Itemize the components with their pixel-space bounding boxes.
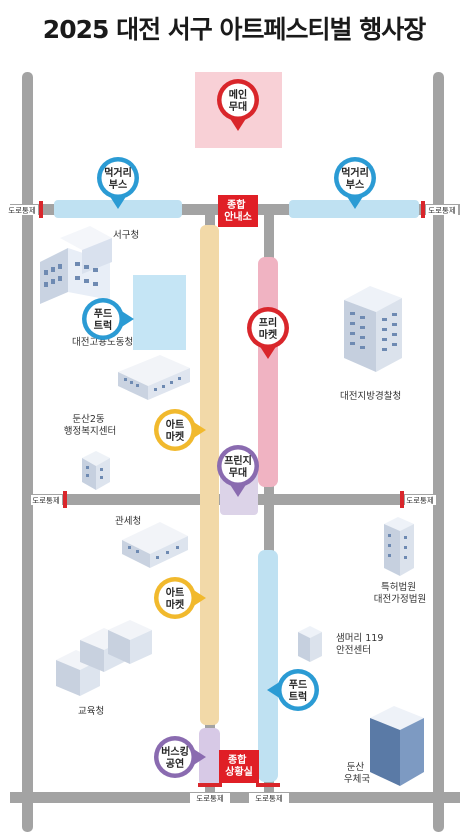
dunsan2-center-building-icon xyxy=(82,451,110,490)
food-truck-zone-top xyxy=(133,275,186,350)
marker-face xyxy=(158,581,192,615)
seogu-office-building-icon xyxy=(40,226,112,304)
road-closed-bar xyxy=(256,783,280,787)
road-closed-marks xyxy=(39,201,425,787)
road-right-vertical xyxy=(433,72,444,832)
marker-face xyxy=(86,302,120,336)
building-label-court: 특허법원 대전가정법원 xyxy=(374,582,426,605)
building-label-post-line2: 우체국 xyxy=(344,774,370,785)
busking-zone xyxy=(199,728,220,786)
road-bottom-horizontal xyxy=(10,792,460,803)
post-office-building-icon xyxy=(370,706,424,786)
road-closed-label: 도로통제 xyxy=(196,794,224,803)
road-closed-bar xyxy=(63,491,67,508)
situation-room-label: 종합 상황실 xyxy=(225,753,253,778)
customs-building-icon xyxy=(122,522,188,568)
road-left-vertical xyxy=(22,72,33,832)
marker-face xyxy=(221,449,255,483)
road-closed-label: 도로통제 xyxy=(255,794,283,803)
road-center-right xyxy=(264,215,274,797)
marker-face xyxy=(338,161,372,195)
road-closed-labels: 도로통제 도로통제 도로통제 도로통제 도로통제 도로통제 xyxy=(7,205,458,803)
building-label-fire-line2: 안전센터 xyxy=(336,645,371,656)
info-center-line1: 종합 xyxy=(227,198,246,211)
building-label-post-line1: 둔산 xyxy=(347,762,365,773)
situation-room-line1: 종합 xyxy=(228,753,247,766)
road-closed-bar xyxy=(198,783,222,787)
marker-face xyxy=(221,83,255,117)
map-title: 2025 대전 서구 아트페스티벌 행사장 xyxy=(42,15,426,44)
building-label-court-line1: 특허법원 xyxy=(381,582,416,593)
building-label-customs: 관세청 xyxy=(115,516,141,527)
building-label-fire-line1: 샘머리 119 xyxy=(336,633,383,644)
education-office-building-icon xyxy=(56,620,152,696)
fire-station-building-icon xyxy=(298,626,322,662)
situation-room-line2: 상황실 xyxy=(225,765,253,778)
marker-face xyxy=(251,311,285,345)
marker-face xyxy=(101,161,135,195)
road-closed-label: 도로통제 xyxy=(428,206,456,215)
marker-face xyxy=(281,673,315,707)
building-label-court-line2: 대전가정법원 xyxy=(374,594,426,605)
food-stall-zone-right xyxy=(289,200,419,218)
road-closed-bar xyxy=(39,201,43,218)
road-closed-bar xyxy=(421,201,425,218)
art-market-zone xyxy=(200,225,219,725)
building-label-dunsan2-line2: 행정복지센터 xyxy=(64,425,116,437)
road-closed-bar xyxy=(400,491,404,508)
road-closed-label: 도로통제 xyxy=(32,496,60,505)
building-label-dunsan2: 둔산2동 행정복지센터 xyxy=(64,414,116,437)
info-center-box[interactable]: 종합 안내소 xyxy=(218,195,258,227)
marker-face xyxy=(158,413,192,447)
building-label-fire: 샘머리 119 안전센터 xyxy=(336,633,386,656)
food-truck-zone-bottom xyxy=(258,550,278,782)
info-center-line2: 안내소 xyxy=(224,210,252,223)
road-closed-label: 도로통제 xyxy=(8,206,36,215)
info-center-label: 종합 안내소 xyxy=(224,198,252,223)
court-building-icon xyxy=(384,517,414,576)
road-closed-label: 도로통제 xyxy=(406,496,434,505)
situation-room-box[interactable]: 종합 상황실 xyxy=(219,750,259,783)
building-label-education: 교육청 xyxy=(78,706,104,717)
police-agency-building-icon xyxy=(344,286,402,372)
building-label-police: 대전지방경찰청 xyxy=(340,390,401,402)
building-label-labor-office: 대전고용노동청 xyxy=(72,337,133,348)
building-label-post: 둔산 우체국 xyxy=(344,762,370,785)
marker-face xyxy=(158,740,192,774)
flea-market-zone xyxy=(258,257,278,487)
building-label-dunsan2-line1: 둔산2동 xyxy=(72,414,105,425)
buildings: 서구청 대전고용노동청 둔산2동 행정복지센터 xyxy=(40,226,426,786)
labor-office-building-icon xyxy=(118,355,190,400)
building-label-seogu: 서구청 xyxy=(113,230,139,241)
